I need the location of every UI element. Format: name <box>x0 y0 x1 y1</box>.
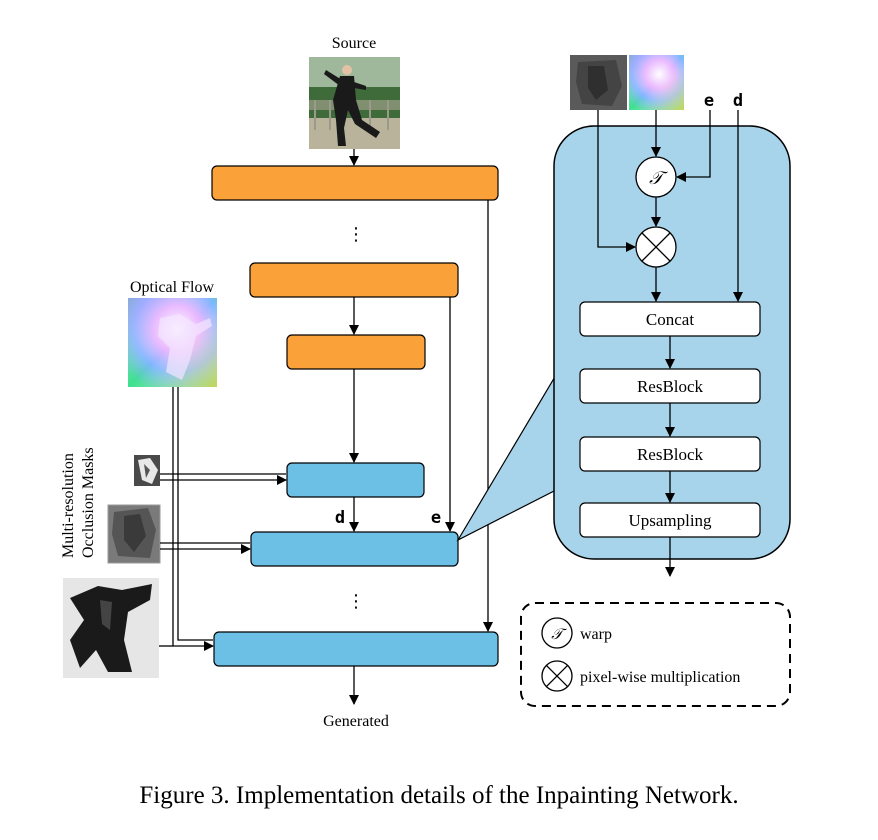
legend-box <box>520 602 791 707</box>
encoder-block-2 <box>249 262 459 298</box>
legend-multiply-icon <box>541 660 573 692</box>
upsampling-label: Upsampling <box>628 511 712 530</box>
multiply-operator <box>635 226 677 268</box>
decoder-block-3 <box>213 631 499 667</box>
occlusion-mask-large <box>63 578 159 678</box>
e-label-left: e <box>431 508 441 528</box>
source-label: Source <box>332 35 376 52</box>
source-image <box>309 57 400 149</box>
detail-panel <box>553 125 791 560</box>
generated-label: Generated <box>323 713 389 730</box>
masks-label-line2: Occlusion Masks <box>80 447 97 558</box>
decoder-block-2 <box>250 531 459 567</box>
legend-mult-label: pixel-wise multiplication <box>580 669 740 686</box>
d-label-left: d <box>335 508 345 528</box>
optical-flow-label: Optical Flow <box>130 279 214 296</box>
encoder-block-3 <box>286 334 426 370</box>
encoder-block-1 <box>211 165 499 201</box>
ellipsis-top: ⋮ <box>347 224 365 245</box>
occlusion-mask-medium <box>107 504 161 564</box>
zoom-callout <box>456 372 557 542</box>
masks-label-line1: Multi-resolution <box>60 453 77 558</box>
occlusion-mask-small <box>134 455 160 486</box>
detail-mask-image <box>570 55 627 110</box>
optical-flow-image <box>128 298 217 387</box>
resblock-2-label: ResBlock <box>637 445 704 464</box>
legend-warp-label: warp <box>580 626 612 643</box>
e-label-right: e <box>704 91 714 111</box>
figure-caption: Figure 3. Implementation details of the … <box>139 782 739 809</box>
ellipsis-bottom: ⋮ <box>347 591 365 612</box>
legend-warp-icon <box>541 617 573 649</box>
resblock-1-label: ResBlock <box>637 377 704 396</box>
occlusion-masks-label: Multi-resolution Occlusion Masks <box>30 420 150 570</box>
concat-label: Concat <box>646 310 694 329</box>
decoder-block-1 <box>286 462 425 498</box>
detail-flow-image <box>629 55 684 110</box>
d-label-right: d <box>733 91 743 111</box>
